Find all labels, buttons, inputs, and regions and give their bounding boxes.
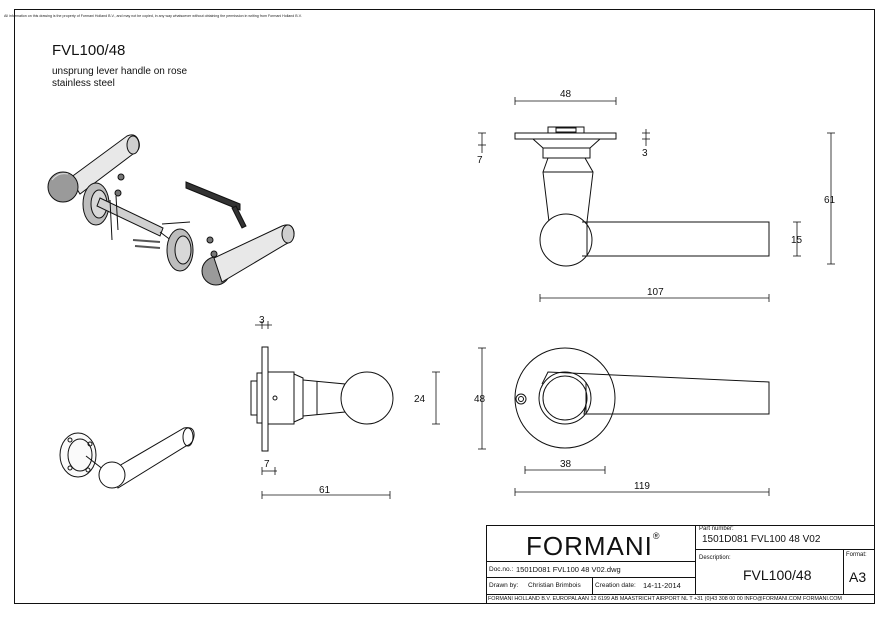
dim-side-length: 61	[319, 485, 331, 496]
drawn-by-value: Christian Brimbois	[528, 582, 581, 589]
brand-name: FORMANI	[526, 531, 653, 561]
company-footer: FORMANI HOLLAND B.V. EUROPALAAN 12 6199 …	[488, 596, 842, 602]
part-number-value: 1501D081 FVL100 48 V02	[702, 534, 821, 545]
description-label: Description:	[699, 555, 731, 561]
dim-top-width: 48	[560, 89, 572, 100]
top-view	[514, 126, 770, 267]
description-value: FVL100/48	[743, 567, 812, 583]
creation-date-value: 14-11-2014	[643, 581, 681, 590]
dim-top-rose: 3	[642, 148, 648, 159]
dim-side-rose: 3	[259, 315, 265, 326]
front-view	[514, 347, 770, 449]
dim-front-length: 119	[634, 481, 650, 492]
brand-registered-mark: ®	[652, 531, 661, 541]
title-block: FORMANI® Part number: 1501D081 FVL100 48…	[486, 525, 875, 604]
format-label: Format:	[846, 552, 867, 558]
doc-no-label: Doc.no.:	[489, 566, 514, 573]
brand-logo: FORMANI®	[526, 531, 661, 562]
dim-top-plate: 7	[477, 155, 483, 166]
format-value: A3	[849, 569, 867, 585]
dim-side-plate: 7	[264, 459, 270, 470]
dimension-labels: 48 7 3 61 15 107 3 24 7 61 48 38 119	[259, 89, 836, 496]
dim-front-inner: 38	[560, 459, 572, 470]
part-number-label: Part number:	[699, 526, 734, 532]
dim-top-lever: 15	[791, 235, 803, 246]
product-description-line2: stainless steel	[52, 78, 115, 89]
dim-front-diameter: 48	[474, 394, 486, 405]
drawing-frame	[14, 9, 875, 604]
small-isometric-view	[59, 427, 195, 489]
doc-no-value: 1501D081 FVL100 48 V02.dwg	[516, 565, 621, 574]
copyright-notice: All information on this drawing is the p…	[4, 14, 302, 18]
drawn-by-label: Drawn by:	[489, 582, 519, 589]
side-view	[250, 346, 394, 452]
dim-side-knob: 24	[414, 394, 426, 405]
creation-date-label: Creation date:	[595, 582, 636, 589]
product-title: FVL100/48	[52, 42, 126, 59]
dim-top-height: 61	[824, 195, 836, 206]
exploded-isometric-view	[47, 134, 295, 286]
dimension-lines	[255, 97, 835, 499]
product-description-line1: unsprung lever handle on rose	[52, 66, 188, 77]
dim-top-length: 107	[647, 287, 664, 298]
